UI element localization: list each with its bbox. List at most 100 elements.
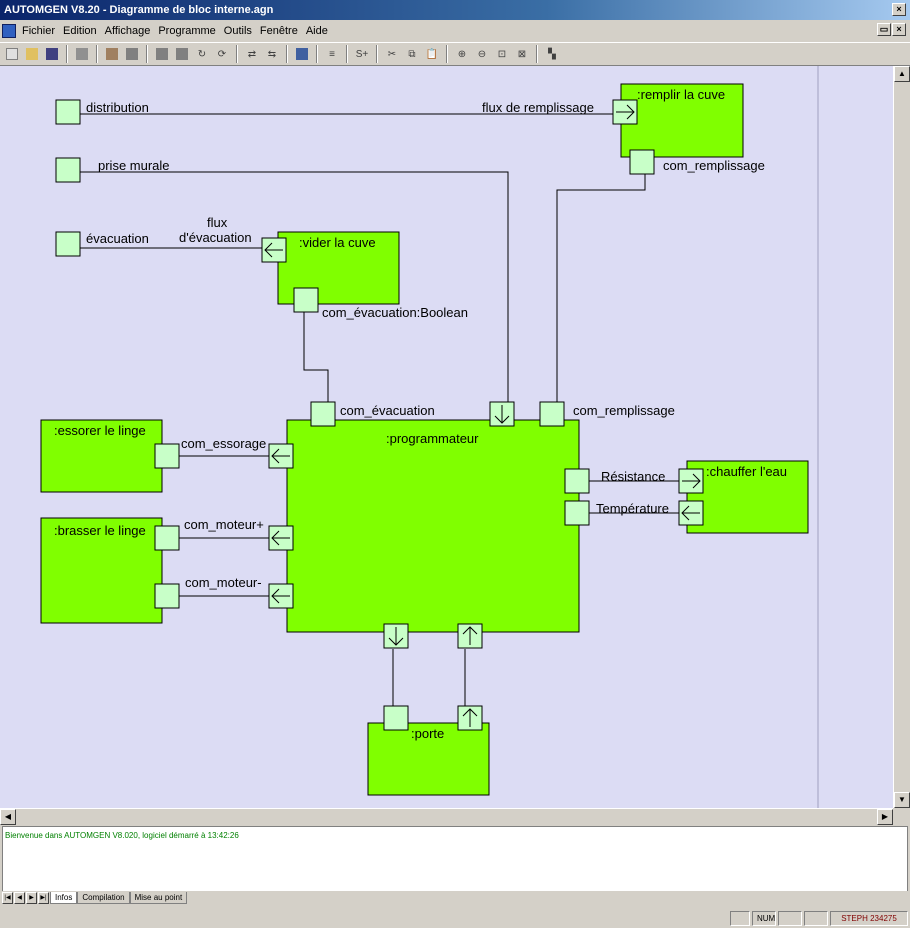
run-icon[interactable] [153, 45, 171, 63]
document-icon[interactable] [2, 24, 16, 38]
block-porte[interactable] [367, 722, 490, 796]
open-folder-icon[interactable] [23, 45, 41, 63]
scroll-right-icon[interactable]: ▶ [877, 809, 893, 825]
insert-icon[interactable]: S+ [355, 48, 369, 60]
tab-compilation[interactable]: Compilation [77, 892, 130, 904]
block-programmateur[interactable] [286, 419, 580, 633]
arrow-down-icon [388, 627, 404, 646]
cut-icon[interactable]: ✂ [387, 48, 397, 60]
label-flux-remplissage: flux de remplissage [482, 100, 594, 115]
menu-fichier[interactable]: Fichier [22, 25, 56, 37]
step-icon[interactable]: ↻ [197, 48, 207, 60]
toolbar-separator [376, 45, 378, 63]
status-panel [730, 911, 750, 926]
blocks [40, 83, 809, 796]
scroll-left-icon[interactable]: ◀ [0, 809, 16, 825]
zoom-all-icon[interactable]: ⊠ [517, 48, 527, 60]
block-essorer[interactable] [40, 419, 163, 493]
toolbar-separator [236, 45, 238, 63]
menu-outils[interactable]: Outils [223, 25, 252, 37]
first-tab-icon[interactable]: |◀ [2, 892, 13, 904]
compile-icon[interactable] [103, 45, 121, 63]
port-porte-in[interactable] [383, 705, 409, 731]
status-bar: NUM STEPH 234275 [0, 909, 910, 928]
menu-edition[interactable]: Edition [63, 25, 97, 37]
save-icon[interactable] [43, 45, 61, 63]
label-d-evacuation: d'évacuation [179, 230, 252, 245]
print-icon[interactable] [73, 45, 91, 63]
block-diagram: :remplir la cuve :vider la cuve :essorer… [40, 66, 819, 808]
link-icon[interactable]: ⇄ [247, 48, 257, 60]
block-brasser[interactable] [40, 517, 163, 624]
arrow-left-icon [264, 242, 283, 258]
menu-programme[interactable]: Programme [158, 25, 216, 37]
paste-icon[interactable]: 📋 [425, 48, 439, 60]
restore-icon[interactable]: ▭ [877, 23, 891, 36]
port-brasser-plus[interactable] [154, 525, 180, 551]
ports [55, 99, 704, 731]
copy-icon[interactable]: ⧉ [408, 48, 416, 60]
last-tab-icon[interactable]: ▶| [38, 892, 49, 904]
label-prise-murale: prise murale [98, 158, 170, 173]
port-prise-murale[interactable] [55, 157, 81, 183]
zoom-in-icon[interactable]: ⊕ [457, 48, 467, 60]
close-icon[interactable]: × [892, 23, 906, 36]
block-title-vider: :vider la cuve [299, 235, 376, 250]
block-title-chauffer: :chauffer l'eau [706, 464, 787, 479]
arrow-left-icon [681, 505, 700, 521]
scroll-up-icon[interactable]: ▲ [894, 66, 910, 82]
settings-icon[interactable] [123, 45, 141, 63]
next-tab-icon[interactable]: ▶ [26, 892, 37, 904]
label-temperature: Température [596, 501, 669, 516]
arrow-left-icon [271, 588, 290, 604]
block-title-remplir: :remplir la cuve [637, 87, 725, 102]
horizontal-scrollbar[interactable]: ◀ ▶ [0, 808, 893, 825]
port-temperature[interactable] [564, 500, 590, 526]
block-title-essorer: :essorer le linge [54, 423, 146, 438]
cycle-icon[interactable]: ⟳ [217, 48, 227, 60]
new-file-icon[interactable] [3, 45, 21, 63]
block-remplir[interactable] [620, 83, 744, 158]
menu-affichage[interactable]: Affichage [104, 25, 151, 37]
port-com-remplissage[interactable] [539, 401, 565, 427]
diagram-canvas[interactable]: :remplir la cuve :vider la cuve :essorer… [0, 66, 910, 808]
port-arrows [264, 104, 701, 727]
zoom-out-icon[interactable]: ⊖ [477, 48, 487, 60]
arrow-down-icon [494, 405, 510, 424]
list-icon[interactable]: ≡ [329, 48, 335, 60]
port-com-evacuation[interactable] [310, 401, 336, 427]
label-com-evac-bool: com_évacuation:Boolean [322, 305, 468, 320]
arrow-left-icon [271, 448, 290, 464]
connect-icon[interactable]: ⇆ [267, 48, 277, 60]
status-user: STEPH 234275 [830, 911, 908, 926]
menu-fenetre[interactable]: Fenêtre [259, 25, 298, 37]
prev-tab-icon[interactable]: ◀ [14, 892, 25, 904]
connections [80, 113, 680, 706]
tab-infos[interactable]: Infos [50, 892, 78, 904]
arrow-left-icon [271, 530, 290, 546]
stop-icon[interactable] [173, 45, 191, 63]
toolbar-separator [446, 45, 448, 63]
port-resistance[interactable] [564, 468, 590, 494]
toolbar-separator [146, 45, 148, 63]
port-brasser-minus[interactable] [154, 583, 180, 609]
target-icon[interactable] [293, 45, 311, 63]
port-essorer[interactable] [154, 443, 180, 469]
port-evacuation[interactable] [55, 231, 81, 257]
vertical-scrollbar[interactable]: ▲ ▼ [893, 66, 910, 808]
close-icon[interactable]: × [892, 3, 906, 16]
toolbar-separator [536, 45, 538, 63]
port-com-remplissage-top[interactable] [629, 149, 655, 175]
title-bar: AUTOMGEN V8.20 - Diagramme de bloc inter… [0, 0, 910, 20]
scroll-down-icon[interactable]: ▼ [894, 792, 910, 808]
tab-mise-au-point[interactable]: Mise au point [129, 892, 188, 904]
menu-bar: Fichier Edition Affichage Programme Outi… [0, 20, 910, 42]
arrow-up-icon [462, 708, 478, 727]
port-com-evac-bool[interactable] [293, 287, 319, 313]
menu-aide[interactable]: Aide [305, 25, 328, 37]
block-chauffer[interactable] [686, 460, 809, 534]
toolbar-separator [316, 45, 318, 63]
zoom-fit-icon[interactable]: ⊡ [497, 48, 507, 60]
properties-icon[interactable]: ▚ [548, 48, 556, 60]
port-distribution[interactable] [55, 99, 81, 125]
